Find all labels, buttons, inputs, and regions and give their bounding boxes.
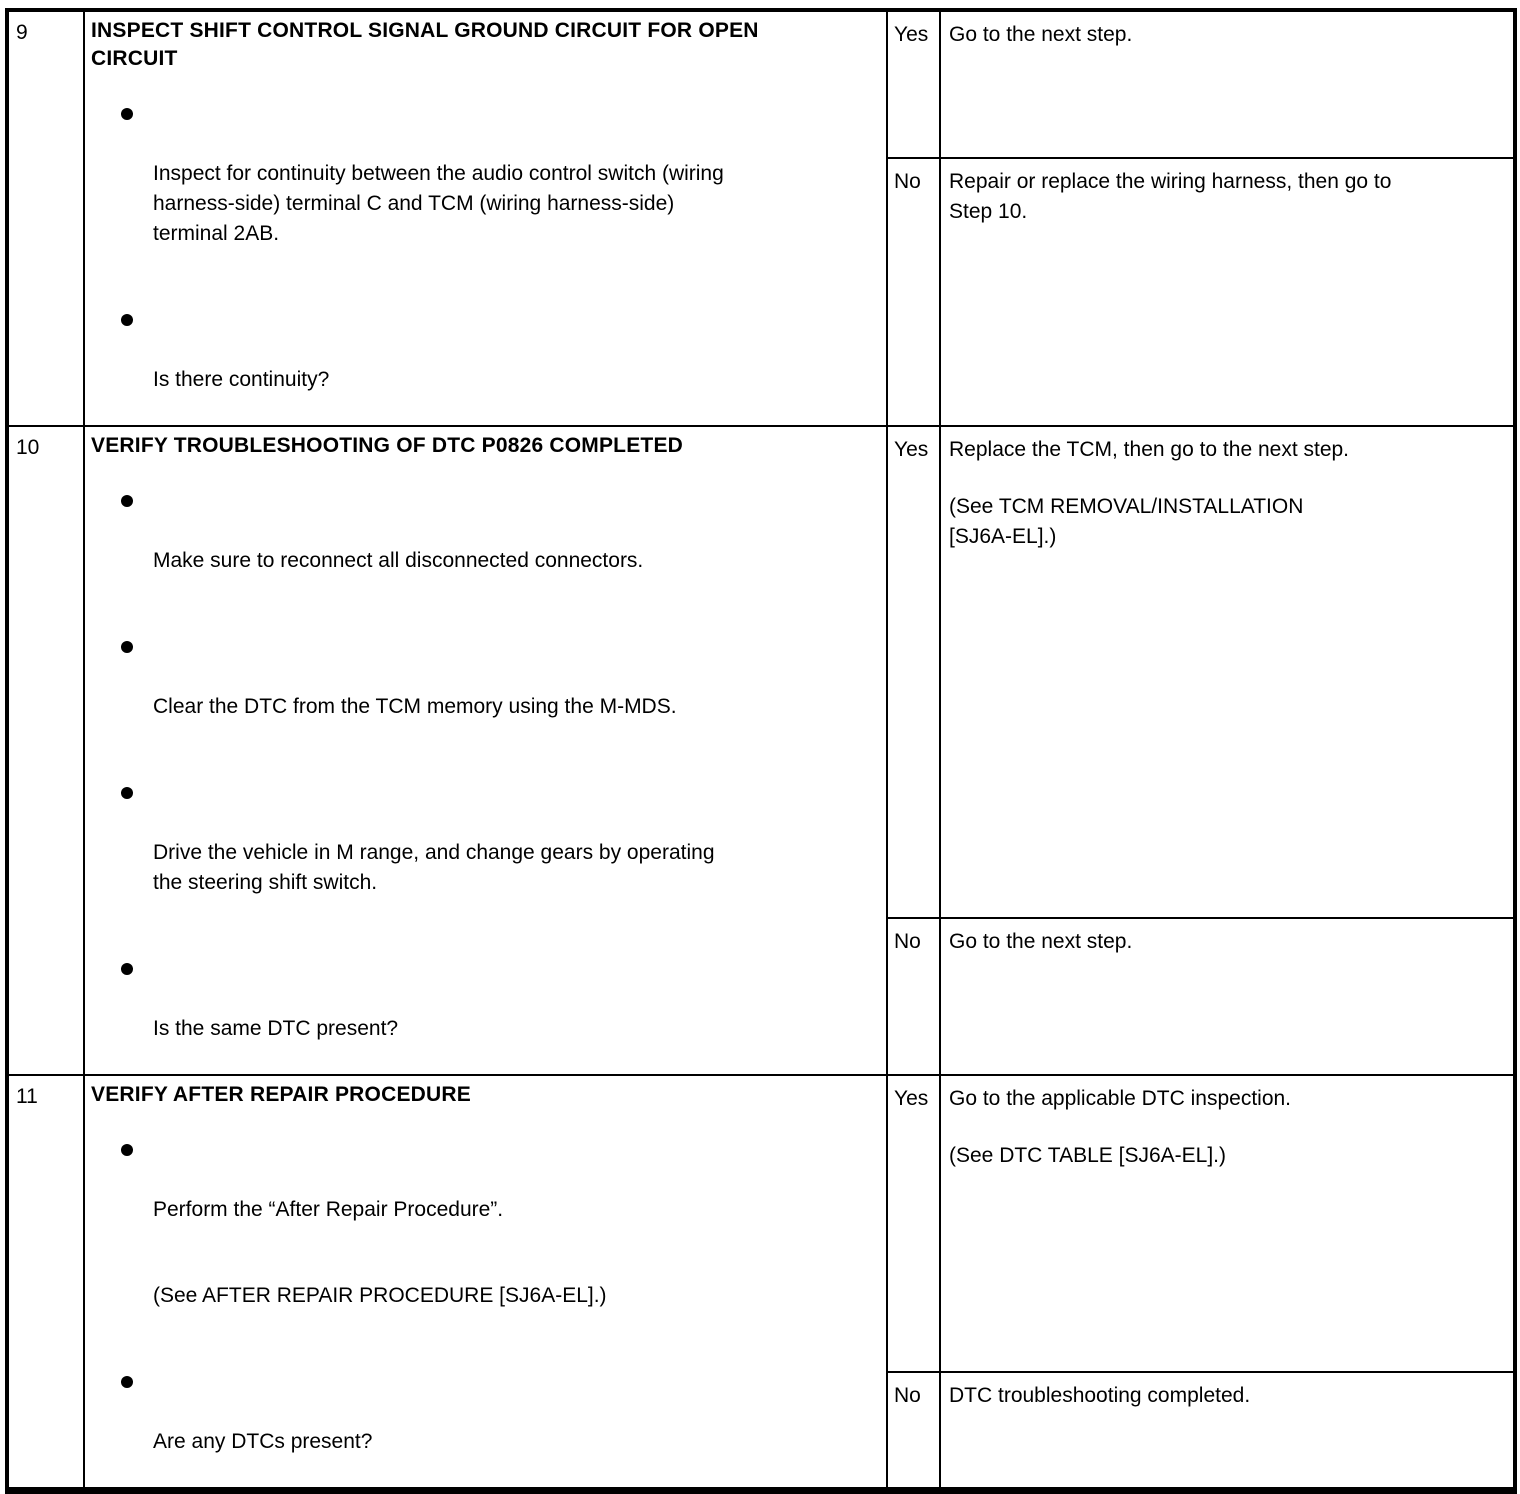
bullet-text: Is there continuity? bbox=[153, 368, 330, 391]
action-no-cell: Go to the next step. bbox=[939, 916, 1516, 1077]
bullet-text: Drive the vehicle in M range, and change… bbox=[153, 841, 715, 894]
manual-page: 9 INSPECT SHIFT CONTROL SIGNAL GROUND CI… bbox=[5, 8, 1517, 1494]
step-number: 11 bbox=[6, 1074, 85, 1492]
bullet-item: Drive the vehicle in M range, and change… bbox=[91, 778, 878, 928]
bullet-reference: (See AFTER REPAIR PROCEDURE [SJ6A-EL].) bbox=[153, 1284, 607, 1307]
bullet-text: Make sure to reconnect all disconnected … bbox=[153, 549, 644, 572]
action-yes-cell: Replace the TCM, then go to the next ste… bbox=[939, 425, 1516, 919]
step-9-yes-row: 9 INSPECT SHIFT CONTROL SIGNAL GROUND CI… bbox=[6, 8, 1516, 427]
action-yes-cell: Go to the next step. bbox=[939, 8, 1516, 160]
bullet-icon bbox=[121, 495, 133, 507]
result-no-cell: No bbox=[886, 1371, 941, 1492]
inspection-title: INSPECT SHIFT CONTROL SIGNAL GROUND CIRC… bbox=[91, 19, 759, 70]
bullet-icon bbox=[121, 108, 133, 120]
bullet-item: Is the same DTC present? bbox=[91, 954, 878, 1074]
step-number: 10 bbox=[6, 425, 85, 1076]
action-text: Repair or replace the wiring harness, th… bbox=[949, 170, 1392, 224]
bullet-item: Perform the “After Repair Procedure”. (S… bbox=[91, 1135, 878, 1341]
bullet-icon bbox=[121, 1144, 133, 1156]
result-no-cell: No bbox=[886, 916, 941, 1077]
action-text: Go to the next step. bbox=[949, 929, 1133, 953]
bullet-icon bbox=[121, 787, 133, 799]
action-no-cell: DTC troubleshooting completed. bbox=[939, 1371, 1516, 1492]
inspection-cell: INSPECT SHIFT CONTROL SIGNAL GROUND CIRC… bbox=[83, 9, 888, 427]
step-10-yes-row: 10 VERIFY TROUBLESHOOTING OF DTC P0826 C… bbox=[6, 425, 1516, 1076]
action-text: DTC troubleshooting completed. bbox=[949, 1384, 1251, 1408]
bullet-text: Is the same DTC present? bbox=[153, 1017, 399, 1040]
bullet-item: Is there continuity? bbox=[91, 305, 878, 425]
inspection-cell: VERIFY TROUBLESHOOTING OF DTC P0826 COMP… bbox=[83, 425, 888, 1076]
inspection-title: VERIFY TROUBLESHOOTING OF DTC P0826 COMP… bbox=[91, 434, 684, 457]
result-yes-cell: Yes bbox=[886, 425, 941, 919]
bullet-item: Make sure to reconnect all disconnected … bbox=[91, 486, 878, 606]
bullet-icon bbox=[121, 1376, 133, 1388]
result-yes-cell: Yes bbox=[886, 8, 941, 160]
action-yes-cell: Go to the applicable DTC inspection. (Se… bbox=[939, 1073, 1516, 1374]
action-reference: (See DTC TABLE [SJ6A-EL].) bbox=[949, 1144, 1226, 1167]
bullet-text: Inspect for continuity between the audio… bbox=[153, 162, 724, 245]
bullet-icon bbox=[121, 641, 133, 653]
bullet-text: Perform the “After Repair Procedure”. bbox=[153, 1198, 504, 1221]
step-9-no-row: No Repair or replace the wiring harness,… bbox=[7, 157, 1516, 427]
action-no-cell: Repair or replace the wiring harness, th… bbox=[939, 157, 1516, 427]
result-yes-cell: Yes bbox=[886, 1073, 941, 1374]
bullet-text: Clear the DTC from the TCM memory using … bbox=[153, 695, 677, 718]
bullet-item: Inspect for continuity between the audio… bbox=[91, 99, 878, 279]
inspection-cell: VERIFY AFTER REPAIR PROCEDURE Perform th… bbox=[83, 1074, 888, 1492]
inspection-title: VERIFY AFTER REPAIR PROCEDURE bbox=[91, 1083, 471, 1106]
result-no-cell: No bbox=[886, 157, 941, 427]
bullet-icon bbox=[121, 314, 133, 326]
action-text: Go to the applicable DTC inspection. bbox=[949, 1087, 1292, 1110]
action-text: Replace the TCM, then go to the next ste… bbox=[949, 438, 1350, 461]
bullet-icon bbox=[121, 963, 133, 975]
troubleshooting-table: 9 INSPECT SHIFT CONTROL SIGNAL GROUND CI… bbox=[5, 8, 1517, 1494]
action-text: Go to the next step. bbox=[949, 23, 1133, 46]
action-reference: (See TCM REMOVAL/INSTALLATION [SJ6A-EL].… bbox=[949, 495, 1304, 548]
step-11-yes-row: 11 VERIFY AFTER REPAIR PROCEDURE Perform… bbox=[6, 1073, 1516, 1492]
bullet-item: Are any DTCs present? bbox=[91, 1367, 878, 1487]
bullet-item: Clear the DTC from the TCM memory using … bbox=[91, 632, 878, 752]
step-number: 9 bbox=[6, 9, 85, 427]
bullet-text: Are any DTCs present? bbox=[153, 1430, 373, 1453]
